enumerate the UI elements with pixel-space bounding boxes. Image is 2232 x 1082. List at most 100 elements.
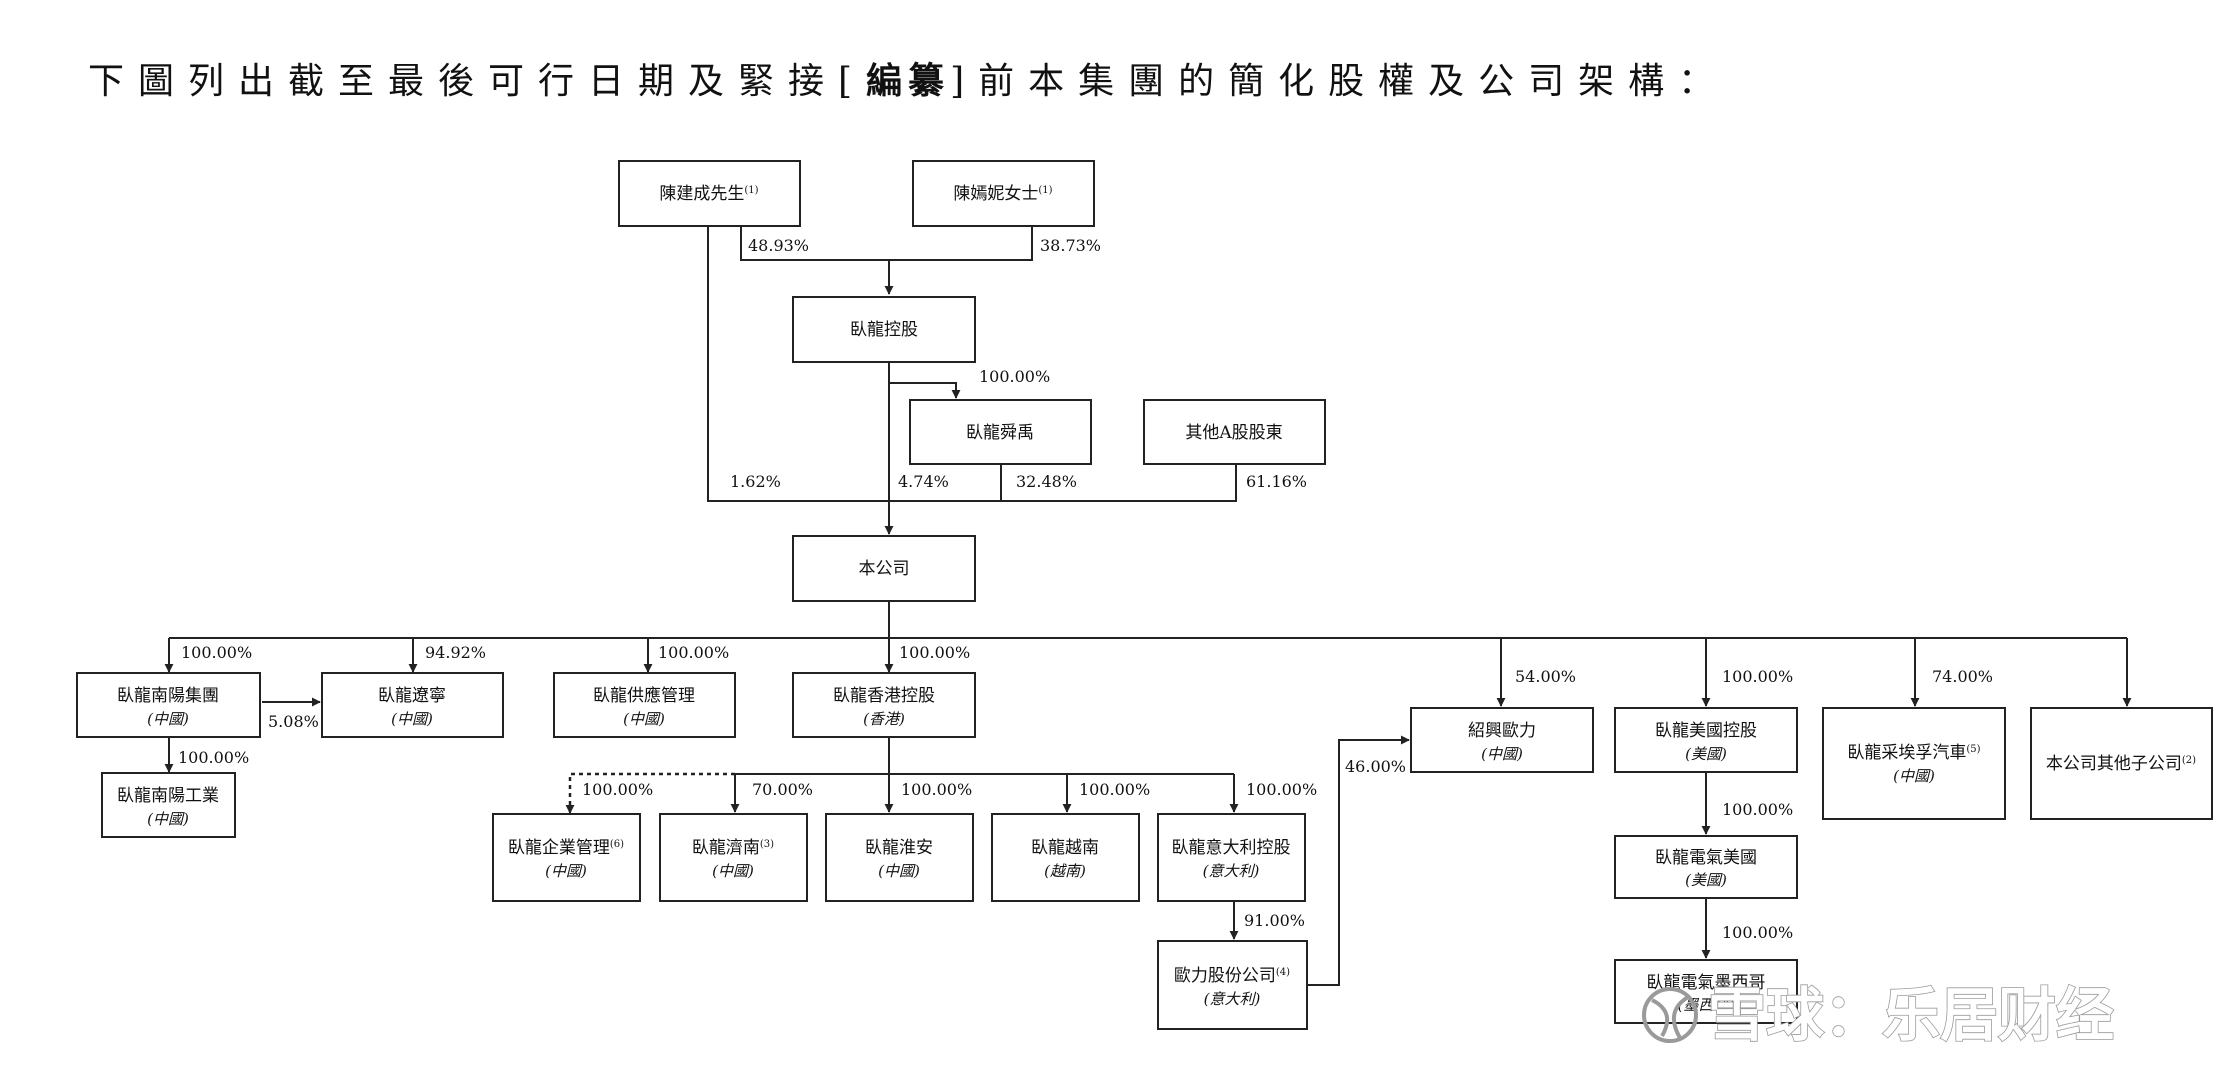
entity-region: (中國) bbox=[147, 810, 189, 828]
pct-jiancheng-company: 1.62% bbox=[730, 472, 781, 491]
pct-yanni-holding: 38.73% bbox=[1040, 236, 1101, 255]
entity-italy-holding: 臥龍意大利控股 (意大利) bbox=[1157, 813, 1306, 902]
pct-us-holding: 100.00% bbox=[1722, 667, 1793, 686]
pct-italy-ateb: 91.00% bbox=[1244, 911, 1305, 930]
entity-wolong-holding: 臥龍控股 bbox=[792, 296, 976, 363]
entity-note: (4) bbox=[1276, 967, 1290, 978]
pct-nanyang-liaoning: 5.08% bbox=[268, 712, 319, 731]
entity-name: 陳嫣妮女士 bbox=[953, 184, 1038, 204]
title-prefix: 下圖列出截至最後可行日期及緊接[ bbox=[88, 61, 867, 102]
pct-hk-huaian: 100.00% bbox=[901, 780, 972, 799]
pct-ateb-shaoxing: 46.00% bbox=[1345, 757, 1406, 776]
entity-shaoxing-ateb: 紹興歐力 (中國) bbox=[1410, 707, 1594, 773]
entity-region: (意大利) bbox=[1204, 990, 1261, 1008]
connectors bbox=[164, 226, 2132, 986]
entity-name: 臥龍南陽工業 bbox=[117, 786, 219, 806]
entity-other-a-shareholders: 其他A股股東 bbox=[1143, 399, 1326, 465]
entity-region: (中國) bbox=[623, 710, 665, 728]
entity-huaian: 臥龍淮安 (中國) bbox=[825, 813, 974, 902]
pct-hk-vietnam: 100.00% bbox=[1079, 780, 1150, 799]
entity-other-subsidiaries: 本公司其他子公司(2) bbox=[2030, 707, 2213, 820]
entity-nanyang-group: 臥龍南陽集團 (中國) bbox=[76, 672, 261, 738]
watermark: 雪球：乐居财经 bbox=[1642, 980, 2115, 1050]
entity-electric-us: 臥龍電氣美國 (美國) bbox=[1614, 835, 1798, 899]
svg-text:陳嫣妮女士(1): 陳嫣妮女士(1) bbox=[953, 184, 1052, 204]
pct-shaoxing: 54.00% bbox=[1515, 667, 1576, 686]
svg-text:歐力股份公司(4): 歐力股份公司(4) bbox=[1174, 966, 1290, 986]
entity-chen-yanni: 陳嫣妮女士(1) bbox=[912, 160, 1095, 227]
entity-name: 臥龍電氣美國 bbox=[1655, 848, 1757, 868]
entity-region: (越南) bbox=[1044, 862, 1086, 880]
svg-text:陳建成先生(1): 陳建成先生(1) bbox=[659, 184, 758, 204]
entity-name: 紹興歐力 bbox=[1468, 721, 1536, 741]
entity-region: (美國) bbox=[1685, 745, 1727, 763]
entity-caiai: 臥龍采埃孚汽車(5) (中國) bbox=[1822, 707, 2006, 820]
pct-other-company: 61.16% bbox=[1246, 472, 1307, 491]
entity-name: 臥龍控股 bbox=[850, 320, 918, 340]
entity-ateb: 歐力股份公司(4) (意大利) bbox=[1157, 940, 1308, 1030]
entity-us-holding: 臥龍美國控股 (美國) bbox=[1614, 707, 1798, 773]
entity-name: 陳建成先生 bbox=[659, 184, 744, 204]
entity-name: 臥龍越南 bbox=[1031, 838, 1099, 858]
pct-holding-company: 4.74% bbox=[898, 472, 949, 491]
pct-caiai: 74.00% bbox=[1932, 667, 1993, 686]
percentage-labels: 48.93% 38.73% 100.00% 1.62% 4.74% 32.48%… bbox=[178, 236, 1993, 942]
page-title: 下圖列出截至最後可行日期及緊接[編纂]前本集團的簡化股權及公司架構： bbox=[88, 52, 1728, 104]
entity-note: (1) bbox=[1038, 185, 1052, 196]
entity-company: 本公司 bbox=[792, 535, 976, 602]
entity-chen-jiancheng: 陳建成先生(1) bbox=[618, 160, 801, 227]
entity-name: 臥龍供應管理 bbox=[593, 685, 695, 706]
entity-note: (6) bbox=[610, 839, 624, 850]
pct-nanyang-industry: 100.00% bbox=[178, 748, 249, 767]
entity-name: 臥龍意大利控股 bbox=[1172, 838, 1291, 858]
entity-name: 臥龍南陽集團 bbox=[117, 686, 219, 706]
entity-region: (中國) bbox=[1893, 767, 1935, 785]
pct-us-mexico: 100.00% bbox=[1722, 923, 1793, 942]
entity-region: (中國) bbox=[147, 710, 189, 728]
entity-note: (3) bbox=[760, 839, 774, 850]
entity-region: (中國) bbox=[545, 862, 587, 880]
entity-name: 其他A股股東 bbox=[1185, 423, 1282, 443]
pct-shunyu-company: 32.48% bbox=[1016, 472, 1077, 491]
title-bold-term: 編纂 bbox=[866, 60, 951, 102]
entity-enterprise-mgmt: 臥龍企業管理(6) (中國) bbox=[492, 813, 641, 902]
entity-name: 臥龍遼寧 bbox=[378, 686, 446, 706]
svg-text:臥龍采埃孚汽車(5): 臥龍采埃孚汽車(5) bbox=[1847, 743, 1980, 763]
entity-region: (中國) bbox=[391, 710, 433, 728]
pct-hk-holding: 100.00% bbox=[899, 643, 970, 662]
entity-liaoning: 臥龍遼寧 (中國) bbox=[321, 672, 504, 738]
entity-name: 臥龍香港控股 bbox=[833, 686, 935, 706]
pct-jiancheng-holding: 48.93% bbox=[748, 236, 809, 255]
entity-jinan: 臥龍濟南(3) (中國) bbox=[659, 813, 808, 902]
entity-region: (中國) bbox=[712, 862, 754, 880]
watermark-text: 雪球：乐居财经 bbox=[1708, 981, 2114, 1049]
entity-name: 臥龍舜禹 bbox=[966, 423, 1034, 443]
entity-note: (2) bbox=[2182, 755, 2196, 766]
entity-region: (美國) bbox=[1685, 871, 1727, 889]
entity-hk-holding: 臥龍香港控股 (香港) bbox=[792, 672, 976, 738]
title-suffix: ]前本集團的簡化股權及公司架構： bbox=[950, 61, 1729, 102]
entity-name: 本公司 bbox=[859, 559, 910, 579]
entity-supply-mgmt: 臥龍供應管理 (中國) bbox=[553, 672, 736, 738]
entity-name: 臥龍企業管理 bbox=[508, 838, 610, 858]
pct-holding-shunyu: 100.00% bbox=[979, 367, 1050, 386]
entity-name: 本公司其他子公司 bbox=[2046, 754, 2182, 774]
entity-region: (意大利) bbox=[1203, 862, 1260, 880]
svg-text:臥龍濟南(3): 臥龍濟南(3) bbox=[692, 838, 774, 858]
pct-supply-mgmt: 100.00% bbox=[658, 643, 729, 662]
entity-name: 臥龍采埃孚汽車 bbox=[1847, 743, 1966, 763]
svg-text:臥龍企業管理(6): 臥龍企業管理(6) bbox=[508, 838, 624, 858]
entity-region: (中國) bbox=[878, 862, 920, 880]
entity-region: (中國) bbox=[1481, 745, 1523, 763]
svg-text:本公司其他子公司(2): 本公司其他子公司(2) bbox=[2046, 754, 2196, 774]
pct-hk-enterprise: 100.00% bbox=[582, 780, 653, 799]
entity-name: 臥龍美國控股 bbox=[1655, 721, 1757, 741]
entity-note: (5) bbox=[1966, 744, 1980, 755]
pct-nanyang-group: 100.00% bbox=[181, 643, 252, 662]
pct-hk-italy: 100.00% bbox=[1246, 780, 1317, 799]
pct-liaoning: 94.92% bbox=[425, 643, 486, 662]
entity-name: 歐力股份公司 bbox=[1174, 966, 1276, 986]
pct-us-electric: 100.00% bbox=[1722, 800, 1793, 819]
entity-note: (1) bbox=[744, 185, 758, 196]
entity-vietnam: 臥龍越南 (越南) bbox=[991, 813, 1140, 902]
